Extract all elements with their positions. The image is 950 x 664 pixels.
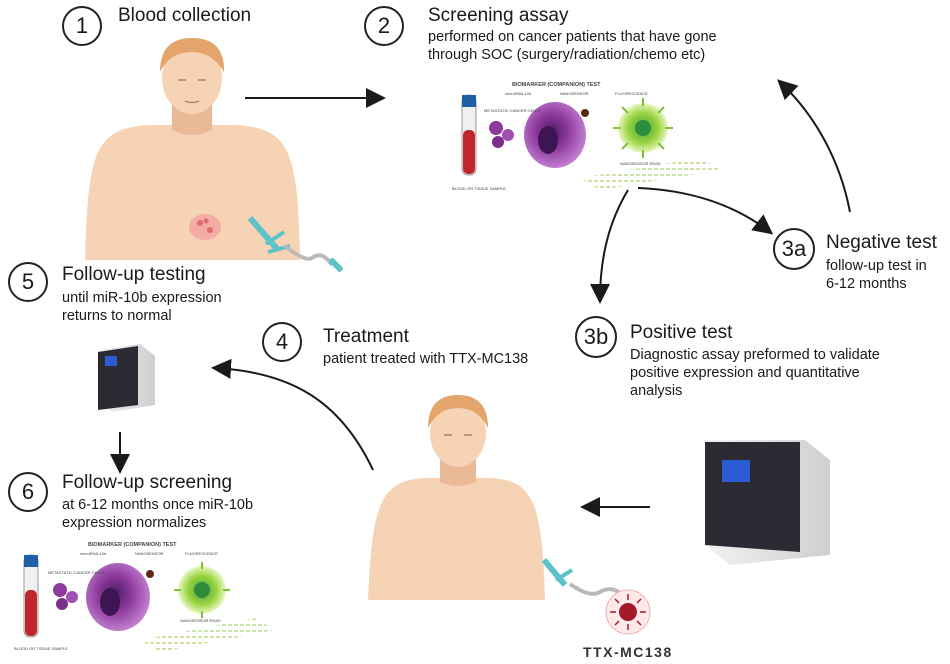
- svg-text:BLOOD OR TISSUE SAMPLE: BLOOD OR TISSUE SAMPLE: [452, 186, 506, 191]
- step-3a-line-1: follow-up test in: [826, 258, 927, 274]
- step-2-number: 2: [364, 6, 404, 46]
- step-1-title: Blood collection: [118, 5, 252, 26]
- patient-figure-bottom: [368, 395, 651, 635]
- svg-text:FLUORESCENCE: FLUORESCENCE: [185, 551, 218, 556]
- step-2-title: Screening assay: [428, 5, 569, 26]
- assay-header-label: BIOMARKER (COMPANION) TEST: [512, 82, 601, 88]
- step-6-line-2: expression normalizes: [62, 515, 207, 531]
- step-1-number: 1: [62, 6, 102, 46]
- step-5-line-1: until miR-10b expression: [62, 290, 222, 306]
- assay-illustration-bottom: [23, 554, 275, 652]
- svg-text:BIOMARKER (COMPANION) TEST: BIOMARKER (COMPANION) TEST: [88, 542, 177, 548]
- assay-labels-top: BIOMARKER (COMPANION) TEST microRNA-10b …: [452, 82, 661, 191]
- step-4-number: 4: [262, 322, 302, 362]
- step-3a-number: 3a: [773, 228, 815, 270]
- assay-labels-bottom: BIOMARKER (COMPANION) TEST microRNA-10b …: [14, 542, 221, 651]
- step-5-number: 5: [8, 262, 48, 302]
- step-3b-line-2: positive expression and quantitative: [630, 365, 860, 381]
- patient-figure-top: [85, 38, 343, 272]
- svg-text:microRNA-10b: microRNA-10b: [505, 91, 532, 96]
- svg-text:NANOSENSOR READ: NANOSENSOR READ: [620, 161, 661, 166]
- step-3a-description: follow-up test in 6-12 months: [826, 257, 927, 293]
- step-3a-title: Negative test: [826, 232, 937, 253]
- svg-text:NANOSENSOR READ: NANOSENSOR READ: [180, 618, 221, 623]
- svg-text:FLUORESCENCE: FLUORESCENCE: [615, 91, 648, 96]
- step-6-line-1: at 6-12 months once miR-10b: [62, 497, 254, 513]
- diagnostic-instrument-left: [98, 344, 155, 412]
- step-5-description: until miR-10b expression returns to norm…: [62, 289, 222, 325]
- step-6-description: at 6-12 months once miR-10b expression n…: [62, 496, 253, 532]
- diagnostic-instrument-right: [705, 440, 830, 565]
- step-6-number: 6: [8, 472, 48, 512]
- step-2-description: performed on cancer patients that have g…: [428, 28, 717, 64]
- assay-illustration-top: [461, 94, 720, 190]
- step-5-title: Follow-up testing: [62, 264, 206, 285]
- step-4-title: Treatment: [323, 326, 409, 347]
- step-5-line-2: returns to normal: [62, 308, 172, 324]
- arrow-2-to-3b: [590, 189, 629, 304]
- step-3b-title: Positive test: [630, 322, 733, 343]
- drug-label: TTX-MC138: [583, 644, 673, 660]
- svg-text:NANOSENSOR: NANOSENSOR: [560, 91, 589, 96]
- svg-text:NANOSENSOR: NANOSENSOR: [135, 551, 164, 556]
- arrow-2-to-3a: [637, 187, 774, 235]
- step-3a-line-2: 6-12 months: [826, 276, 907, 292]
- arrow-4-to-5: [211, 358, 374, 471]
- step-3b-number: 3b: [575, 316, 617, 358]
- step-3b-description: Diagnostic assay preformed to validate p…: [630, 346, 880, 400]
- step-3b-line-1: Diagnostic assay preformed to validate: [630, 347, 880, 363]
- svg-text:microRNA-10b: microRNA-10b: [80, 551, 107, 556]
- step-3b-line-3: analysis: [630, 383, 683, 399]
- step-4-description: patient treated with TTX-MC138: [323, 350, 528, 368]
- step-6-title: Follow-up screening: [62, 472, 233, 493]
- svg-text:METASTATIC CANCER CELLS: METASTATIC CANCER CELLS: [484, 108, 541, 113]
- arrow-3a-to-2: [777, 79, 851, 213]
- svg-text:BLOOD OR TISSUE SAMPLE: BLOOD OR TISSUE SAMPLE: [14, 646, 68, 651]
- step-2-line-2: through SOC (surgery/radiation/chemo etc…: [428, 47, 706, 63]
- step-2-line-1: performed on cancer patients that have g…: [428, 29, 717, 45]
- svg-text:METASTATIC CANCER CELLS: METASTATIC CANCER CELLS: [48, 570, 105, 575]
- step-4-line-1: patient treated with TTX-MC138: [323, 351, 529, 367]
